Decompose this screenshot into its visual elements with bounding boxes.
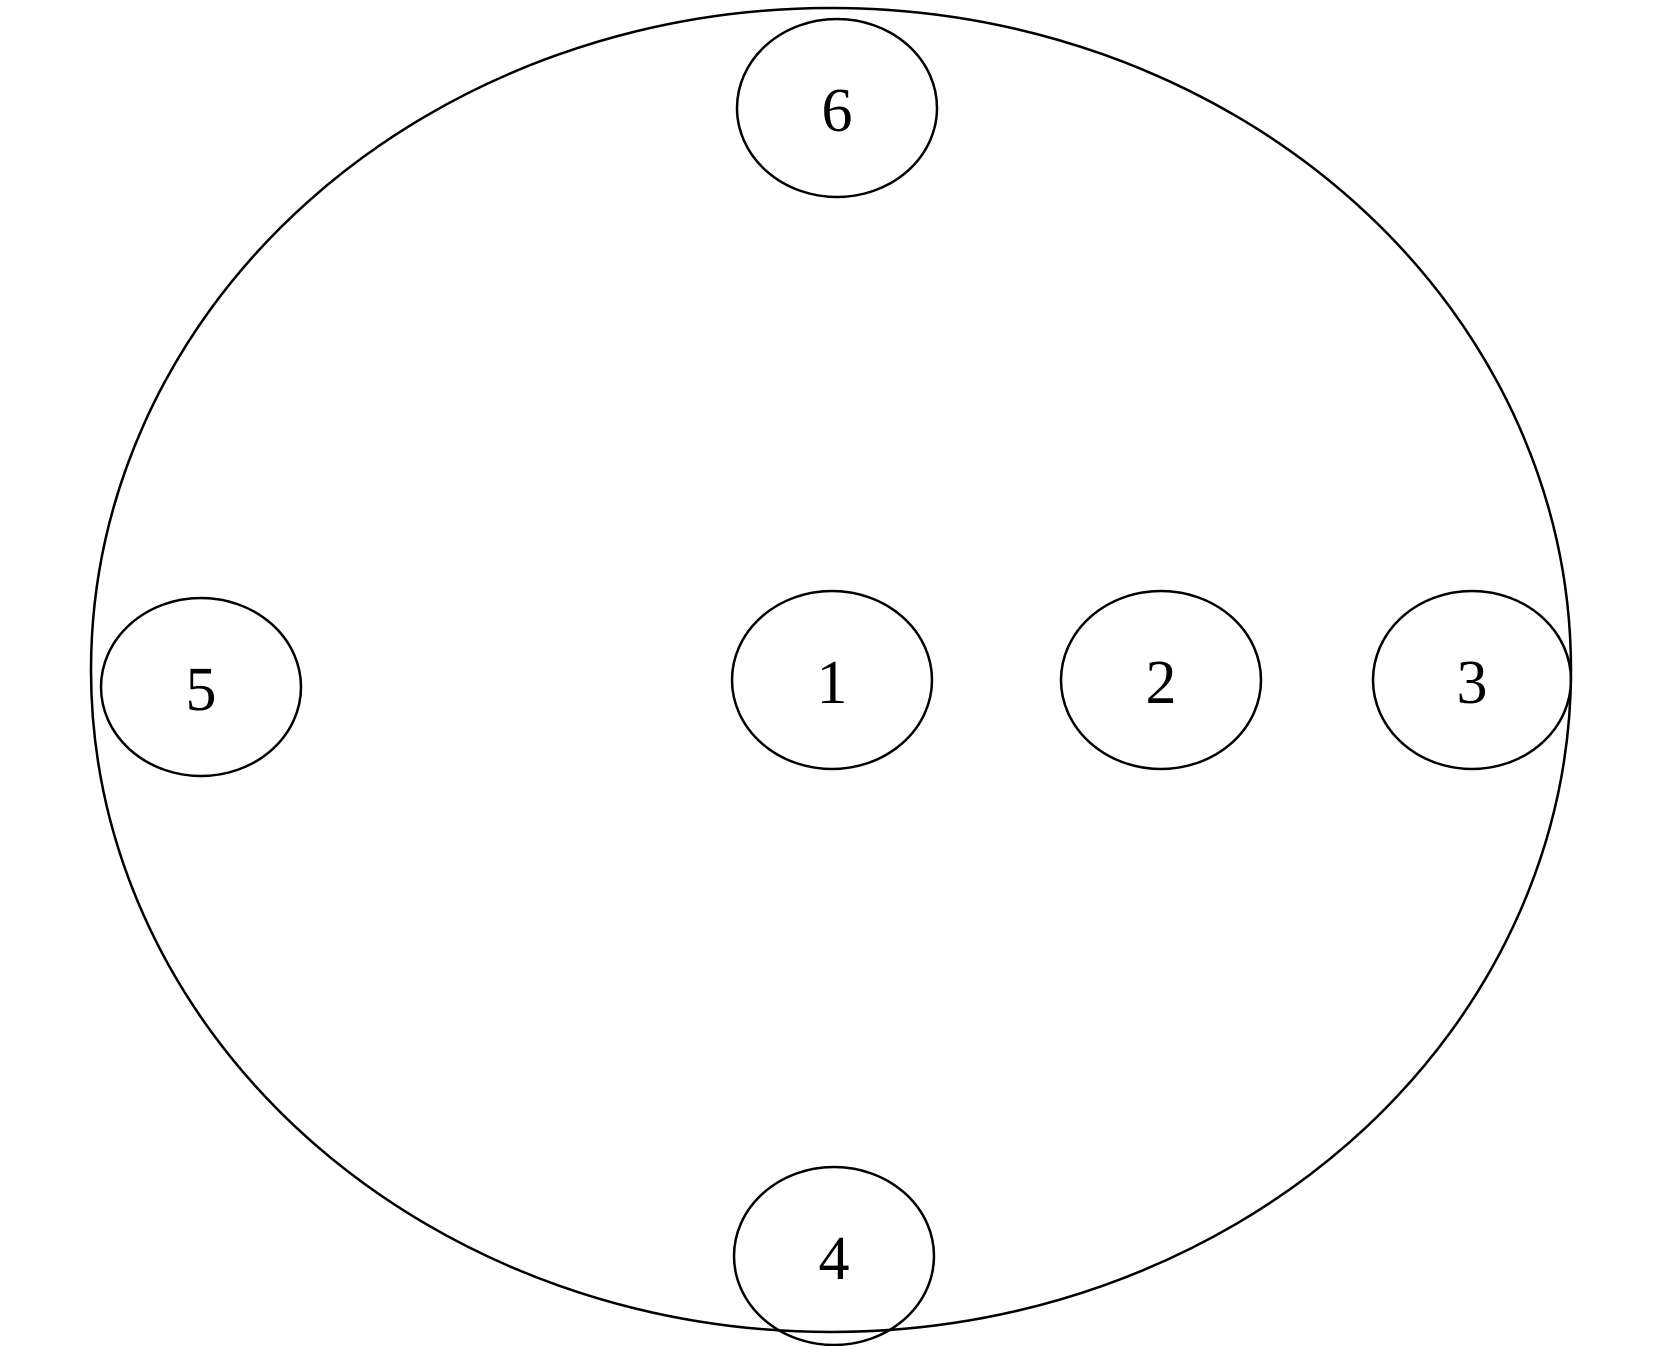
node-3[interactable]: 3 [1371, 589, 1573, 771]
node-4-ellipse [732, 1165, 936, 1346]
node-2[interactable]: 2 [1059, 589, 1263, 771]
node-2-label: 2 [1146, 649, 1177, 717]
node-1[interactable]: 1 [730, 589, 934, 771]
node-1-ellipse [730, 589, 934, 771]
node-5-label: 5 [186, 656, 217, 724]
node-6-ellipse [735, 17, 939, 199]
node-6-label: 6 [822, 77, 853, 145]
node-3-label: 3 [1457, 649, 1488, 717]
node-3-ellipse [1371, 589, 1573, 771]
node-1-label: 1 [817, 649, 848, 717]
node-5-ellipse [99, 596, 303, 778]
node-6[interactable]: 6 [735, 17, 939, 199]
node-4-label: 4 [819, 1225, 850, 1293]
node-2-ellipse [1059, 589, 1263, 771]
node-4[interactable]: 4 [732, 1165, 936, 1346]
node-5[interactable]: 5 [99, 596, 303, 778]
